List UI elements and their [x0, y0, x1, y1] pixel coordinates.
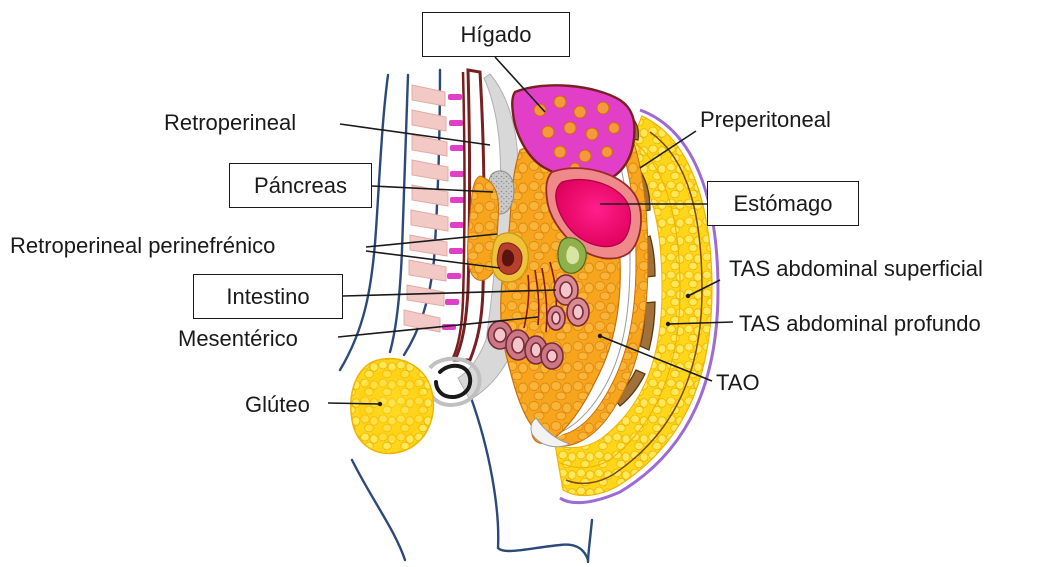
label-tas-superficial: TAS abdominal superficial — [729, 258, 983, 280]
label-gluteo: Glúteo — [245, 394, 310, 416]
label-intestino: Intestino — [193, 274, 343, 319]
label-intestino-text: Intestino — [226, 286, 309, 308]
label-estomago: Estómago — [707, 181, 859, 226]
label-tao: TAO — [716, 372, 760, 394]
label-tas-profundo: TAS abdominal profundo — [739, 313, 981, 335]
label-retroperineal-perinefrenico: Retroperineal perinefrénico — [10, 235, 275, 257]
label-estomago-text: Estómago — [733, 193, 832, 215]
label-pancreas-text: Páncreas — [254, 175, 347, 197]
label-higado-text: Hígado — [461, 24, 532, 46]
label-mesenterico: Mesentérico — [178, 328, 298, 350]
label-higado: Hígado — [422, 12, 570, 57]
label-preperitoneal: Preperitoneal — [700, 109, 831, 131]
label-pancreas: Páncreas — [229, 163, 372, 208]
label-retroperineal: Retroperineal — [164, 112, 296, 134]
